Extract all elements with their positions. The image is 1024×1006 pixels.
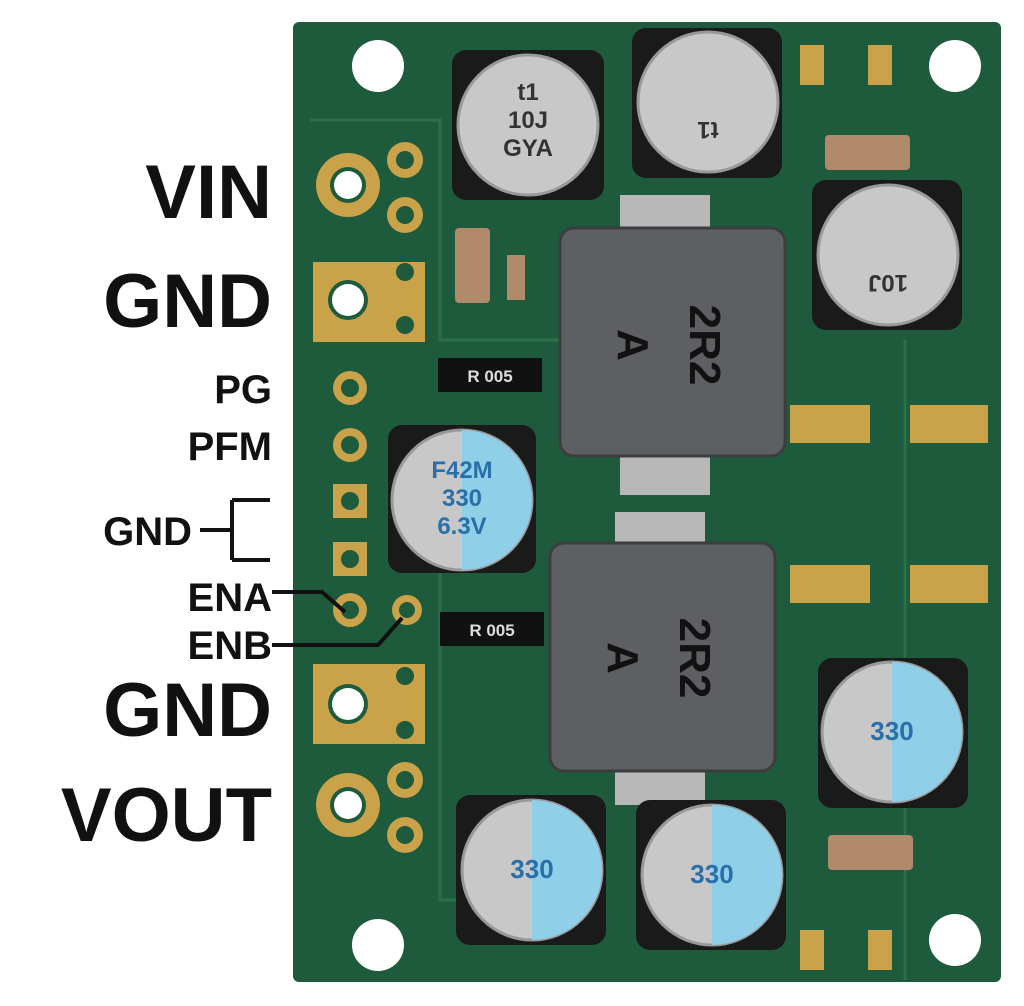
mounting-holes: [352, 40, 981, 971]
pin-label-pfm: PFM: [187, 425, 272, 469]
pin-label-gnd-mid: GND: [103, 510, 192, 554]
svg-text:330: 330: [690, 859, 733, 889]
svg-text:R 005: R 005: [467, 367, 512, 386]
svg-text:A: A: [598, 642, 647, 674]
resistor-top: R 005: [438, 358, 542, 392]
svg-text:2R2: 2R2: [680, 305, 729, 386]
svg-text:R 005: R 005: [469, 621, 514, 640]
input-capacitors: t1 10J GYA t1 10J: [452, 28, 962, 330]
pin-label-gnd-top: GND: [103, 259, 272, 344]
svg-text:t1: t1: [697, 116, 718, 143]
inductor-top: 2R2 A: [558, 195, 787, 495]
resistor-bottom: R 005: [440, 612, 544, 646]
pin-label-enb: ENB: [187, 624, 272, 668]
svg-text:GYA: GYA: [503, 135, 553, 162]
svg-text:330: 330: [510, 854, 553, 884]
svg-text:330: 330: [870, 716, 913, 746]
pin-label-gnd-bottom: GND: [103, 668, 272, 753]
label-leader-lines: [200, 498, 404, 647]
svg-text:10J: 10J: [868, 269, 908, 296]
svg-text:2R2: 2R2: [670, 618, 719, 699]
svg-text:t1: t1: [517, 79, 538, 106]
inductor-bottom: 2R2 A: [548, 512, 777, 805]
svg-text:330: 330: [442, 485, 482, 512]
pin-label-vout: VOUT: [60, 773, 272, 858]
svg-text:10J: 10J: [508, 107, 548, 134]
svg-text:A: A: [608, 329, 657, 361]
pin-label-vin: VIN: [145, 150, 272, 235]
svg-text:6.3V: 6.3V: [437, 513, 486, 540]
pin-label-ena: ENA: [187, 576, 272, 620]
output-capacitors: F42M 330 6.3V 330 330 330: [388, 425, 968, 950]
pin-label-pg: PG: [214, 368, 272, 412]
svg-text:F42M: F42M: [431, 457, 492, 484]
